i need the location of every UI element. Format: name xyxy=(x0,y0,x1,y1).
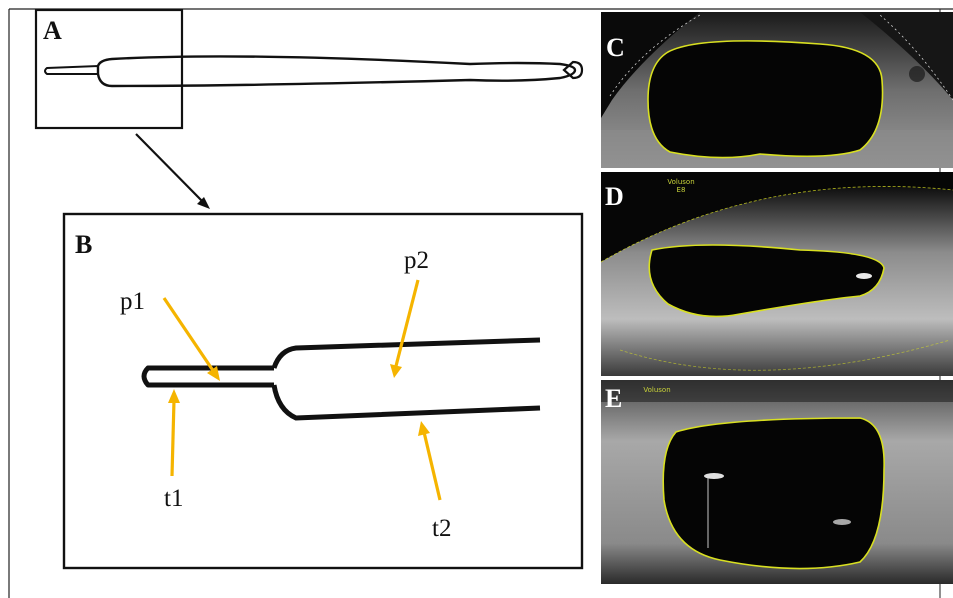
catheter-tip-tube xyxy=(45,66,98,74)
callout-p1: p1 xyxy=(120,288,145,316)
ultrasound-panel-d xyxy=(601,172,953,376)
callout-t2: t2 xyxy=(432,515,451,543)
device-tag-d: Voluson E8 xyxy=(664,178,698,194)
device-tag-e-line1: Voluson xyxy=(640,386,674,394)
ultrasound-panel-c xyxy=(601,12,953,168)
panel-label-e: E xyxy=(605,384,622,414)
device-tag-d-line2: E8 xyxy=(664,186,698,194)
device-tag-e: Voluson xyxy=(640,386,674,394)
catheter-balloon-body xyxy=(98,56,575,86)
callout-p2: p2 xyxy=(404,247,429,275)
panel-label-a: A xyxy=(43,16,62,46)
panel-label-c: C xyxy=(606,33,625,63)
panel-label-b: B xyxy=(75,230,92,260)
lumen-outline-e xyxy=(663,418,884,569)
panel-label-d: D xyxy=(605,182,624,212)
catheter-drawing xyxy=(36,10,582,128)
ultrasound-panel-e xyxy=(601,380,953,584)
lumen-outline-c xyxy=(648,41,883,158)
callout-t1: t1 xyxy=(164,485,183,513)
device-tag-d-line1: Voluson xyxy=(664,178,698,186)
zoom-arrow xyxy=(136,134,210,209)
panel-b-box xyxy=(64,214,582,568)
